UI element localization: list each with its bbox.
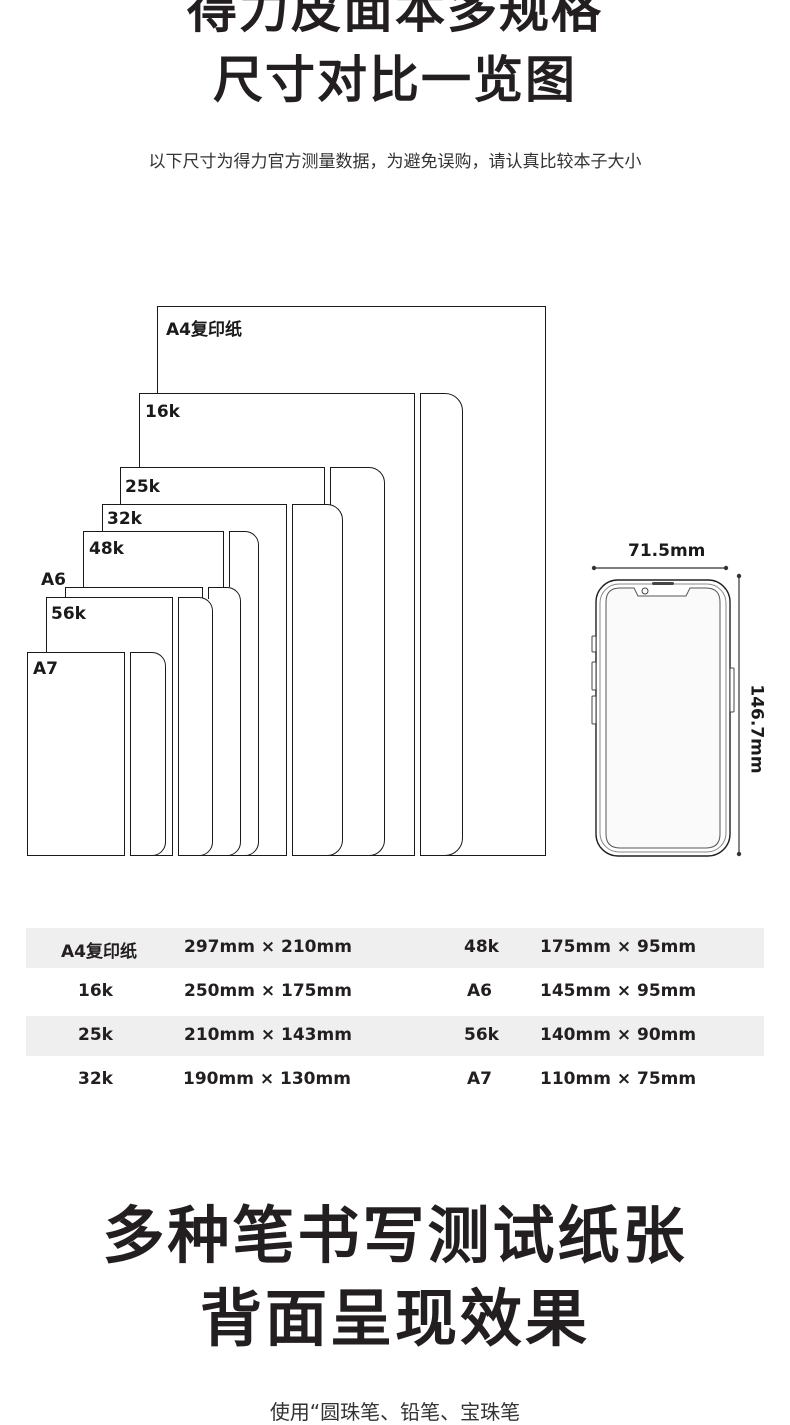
notebook-32k-strap	[286, 504, 293, 856]
a4-label: A4复印纸	[166, 320, 242, 340]
table-cell-size: 250mm × 175mm	[184, 981, 352, 1001]
table-cell-size: 210mm × 143mm	[184, 1025, 352, 1045]
table-cell-name: 25k	[78, 1025, 113, 1045]
section-caption: 使用“圆珠笔、铅笔、宝珠笔	[269, 1400, 521, 1424]
notebook-25k-label: 25k	[125, 477, 160, 497]
notebook-16k-strap	[414, 393, 421, 856]
notebook-a7-label: A7	[33, 659, 58, 679]
table-cell-size: 297mm × 210mm	[184, 937, 352, 957]
notebook-a7-outline	[27, 652, 166, 856]
notebook-25k-strap	[324, 467, 331, 505]
page-title-line2: 尺寸对比一览图	[213, 51, 577, 109]
phone-height-dimension-line	[736, 573, 742, 857]
table-cell-name: 16k	[78, 981, 113, 1001]
notebook-16k-label: 16k	[145, 402, 180, 422]
table-cell-name: A7	[467, 1069, 492, 1089]
notebook-a6-strap	[202, 587, 209, 599]
size-comparison-diagram: A4复印纸 16k 25k 32k 48k A6 56k A7 71.5mm 1…	[27, 306, 767, 857]
table-cell-name: 32k	[78, 1069, 113, 1089]
table-cell-name: A4复印纸	[61, 942, 137, 962]
notebook-56k-strap	[172, 597, 179, 856]
table-row: A4复印纸 297mm × 210mm 48k 175mm × 95mm	[26, 928, 764, 968]
table-cell-size: 145mm × 95mm	[540, 981, 697, 1001]
notebook-a7-strap	[124, 652, 131, 856]
notebook-32k-label: 32k	[107, 509, 142, 529]
section-title-line1: 多种笔书写测试纸张	[102, 1199, 688, 1272]
notebook-56k-label: 56k	[51, 604, 86, 624]
table-row: 32k 190mm × 130mm A7 110mm × 75mm	[26, 1060, 764, 1100]
table-cell-name: 48k	[464, 937, 499, 957]
notebook-48k-strap	[223, 531, 230, 587]
phone-height-label: 146.7mm	[746, 684, 767, 774]
smartphone-icon	[591, 579, 735, 857]
section-title-line2: 背面呈现效果	[199, 1282, 590, 1355]
notebook-48k-label: 48k	[89, 539, 124, 559]
phone-width-label: 71.5mm	[628, 541, 706, 561]
table-cell-name: 56k	[464, 1025, 499, 1045]
page-title-line1: 得力皮面本多规格	[187, 0, 603, 39]
table-row: 16k 250mm × 175mm A6 145mm × 95mm	[26, 972, 764, 1012]
table-cell-size: 175mm × 95mm	[540, 937, 697, 957]
table-cell-size: 110mm × 75mm	[540, 1069, 697, 1089]
size-table: A4复印纸 297mm × 210mm 48k 175mm × 95mm 16k…	[0, 928, 790, 1108]
page-subtitle: 以下尺寸为得力官方测量数据，为避免误购，请认真比较本子大小	[148, 152, 642, 172]
table-cell-name: A6	[467, 981, 492, 1001]
table-cell-size: 140mm × 90mm	[540, 1025, 697, 1045]
table-row: 25k 210mm × 143mm 56k 140mm × 90mm	[26, 1016, 764, 1056]
phone-width-dimension-line	[591, 565, 729, 571]
table-cell-size: 190mm × 130mm	[183, 1069, 351, 1089]
notebook-a6-label: A6	[41, 570, 66, 590]
